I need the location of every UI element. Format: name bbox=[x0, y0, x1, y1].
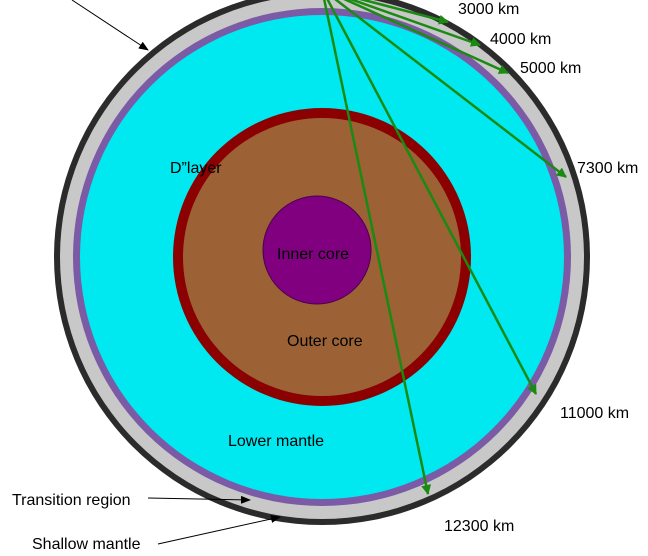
ray-label-3000km: 3000 km bbox=[458, 1, 519, 18]
seismic-rays bbox=[323, 0, 567, 495]
shallow-mantle-label: Shallow mantle bbox=[32, 536, 141, 553]
crust-pointer-arrow bbox=[71, 0, 149, 51]
ray-5000km bbox=[343, 0, 509, 75]
d-layer-label: D”layer bbox=[170, 160, 222, 177]
ray-label-12300km: 12300 km bbox=[444, 518, 514, 535]
lower-mantle-label: Lower mantle bbox=[228, 433, 324, 450]
ray-12300km bbox=[323, 0, 432, 495]
ray-label-4000km: 4000 km bbox=[490, 31, 551, 48]
ray-label-11000km: 11000 km bbox=[560, 405, 629, 422]
ray-4000km bbox=[349, 0, 481, 47]
ray-3000km bbox=[359, 0, 449, 25]
shallow-mantle-pointer-arrow bbox=[157, 515, 281, 545]
ray-11000km bbox=[326, 0, 538, 395]
transition-region-label: Transition region bbox=[12, 492, 131, 509]
ray-label-7300km: 7300 km bbox=[577, 160, 638, 177]
transition-region-pointer-arrow bbox=[147, 495, 251, 504]
outer-core-label: Outer core bbox=[287, 333, 363, 350]
ray-label-5000km: 5000 km bbox=[520, 60, 581, 77]
inner-core-label: Inner core bbox=[277, 246, 349, 263]
inner-core-layer bbox=[262, 195, 372, 305]
ray-7300km bbox=[334, 0, 567, 178]
